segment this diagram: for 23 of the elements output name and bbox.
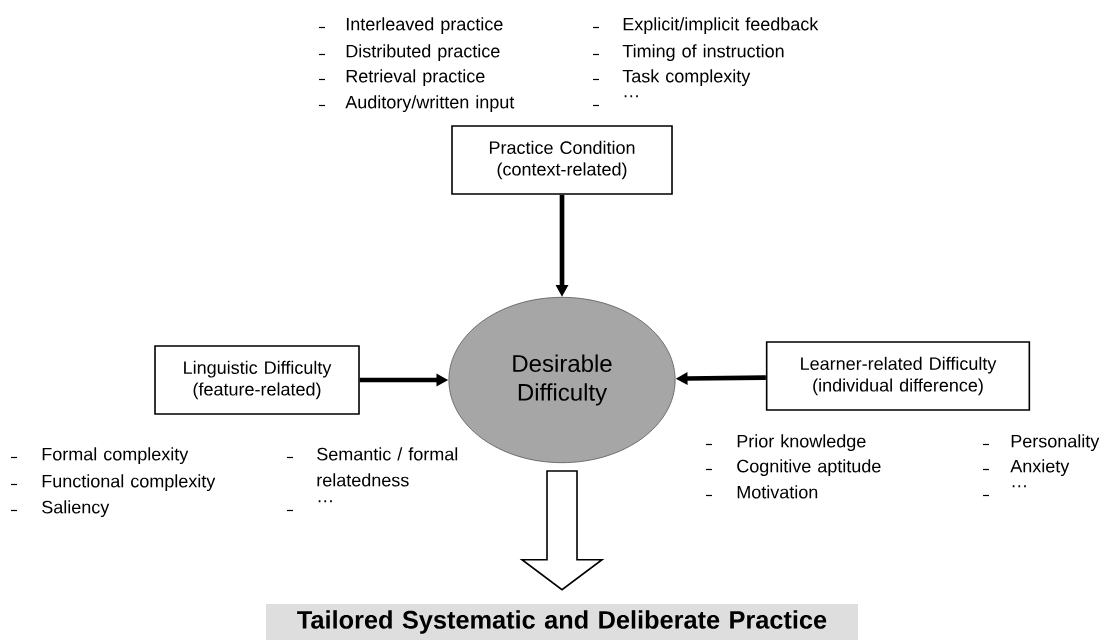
list-item: Cognitive aptitude [705,459,881,477]
list-item: Formal complexity [10,447,189,465]
list-item: Explicit/implicit feedback [592,17,819,35]
list-item: Anxiety [982,459,1070,477]
list-item: Motivation [705,485,818,499]
list-item: Distributed practice [318,44,500,62]
category-box: Learner-related Difficulty (individual difference) [765,341,1031,411]
list-item: Retrieval practice [318,69,485,87]
category-box: Practice Condition (context-related) [451,125,673,195]
list-item: Interleaved practice [318,17,503,35]
list-item: … [592,95,638,107]
list-item: Personality [982,434,1100,452]
list-item: … [982,485,1026,497]
list-item: Task complexity [592,69,751,87]
block-arrow [519,470,605,591]
category-box: Linguistic Difficulty (feature-related) [154,345,360,415]
list-item: Saliency [10,500,110,518]
list-item: … [286,500,332,512]
list-item: Functional complexity [10,474,216,492]
list-item: Prior knowledge [705,434,866,452]
result-banner: Tailored Systematic and Deliberate Practice [266,604,858,640]
list-item: Timing of instruction [592,44,784,62]
list-item: Auditory/written input [318,95,515,113]
